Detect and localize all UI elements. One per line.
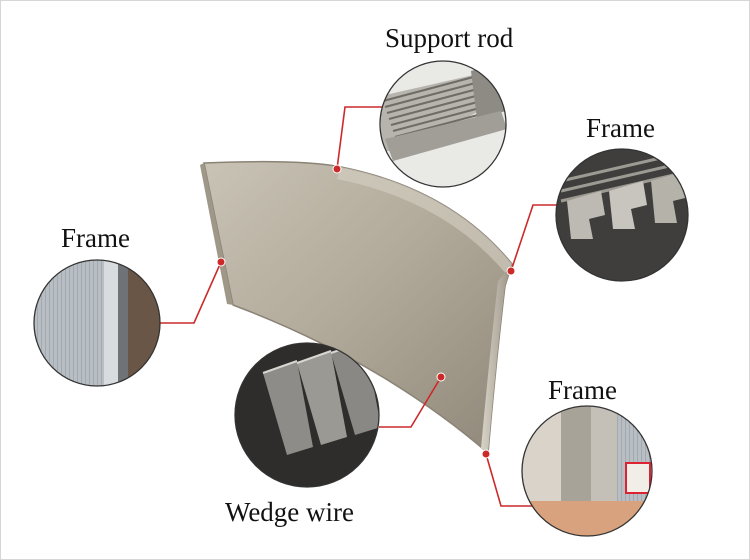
callout-dot-frame-left (216, 257, 226, 267)
callout-line-support-rod (336, 106, 387, 170)
callout-dot-wedge-wire (436, 372, 446, 382)
callout-line-frame-bottom (485, 453, 535, 507)
callout-lines (160, 106, 559, 507)
callout-dot-frame-right (506, 266, 516, 276)
callout-line-wedge-wire (379, 376, 442, 428)
curved-screen-panel (200, 160, 513, 455)
callout-dots (216, 164, 516, 459)
label-frame-right: Frame (586, 113, 655, 143)
label-frame-bottom: Frame (548, 375, 617, 405)
label-frame-left: Frame (61, 223, 130, 253)
detail-frame-right (555, 148, 689, 282)
label-wedge-wire: Wedge wire (225, 497, 355, 527)
callout-line-frame-right (510, 204, 559, 272)
callout-dot-support-rod (332, 164, 342, 174)
label-support-rod: Support rod (385, 23, 514, 53)
callout-line-frame-left (160, 261, 222, 324)
detail-frame-left (33, 259, 161, 387)
detail-support-rod (379, 60, 507, 188)
callout-dot-frame-bottom (481, 449, 491, 459)
detail-frame-bottom (521, 405, 653, 537)
